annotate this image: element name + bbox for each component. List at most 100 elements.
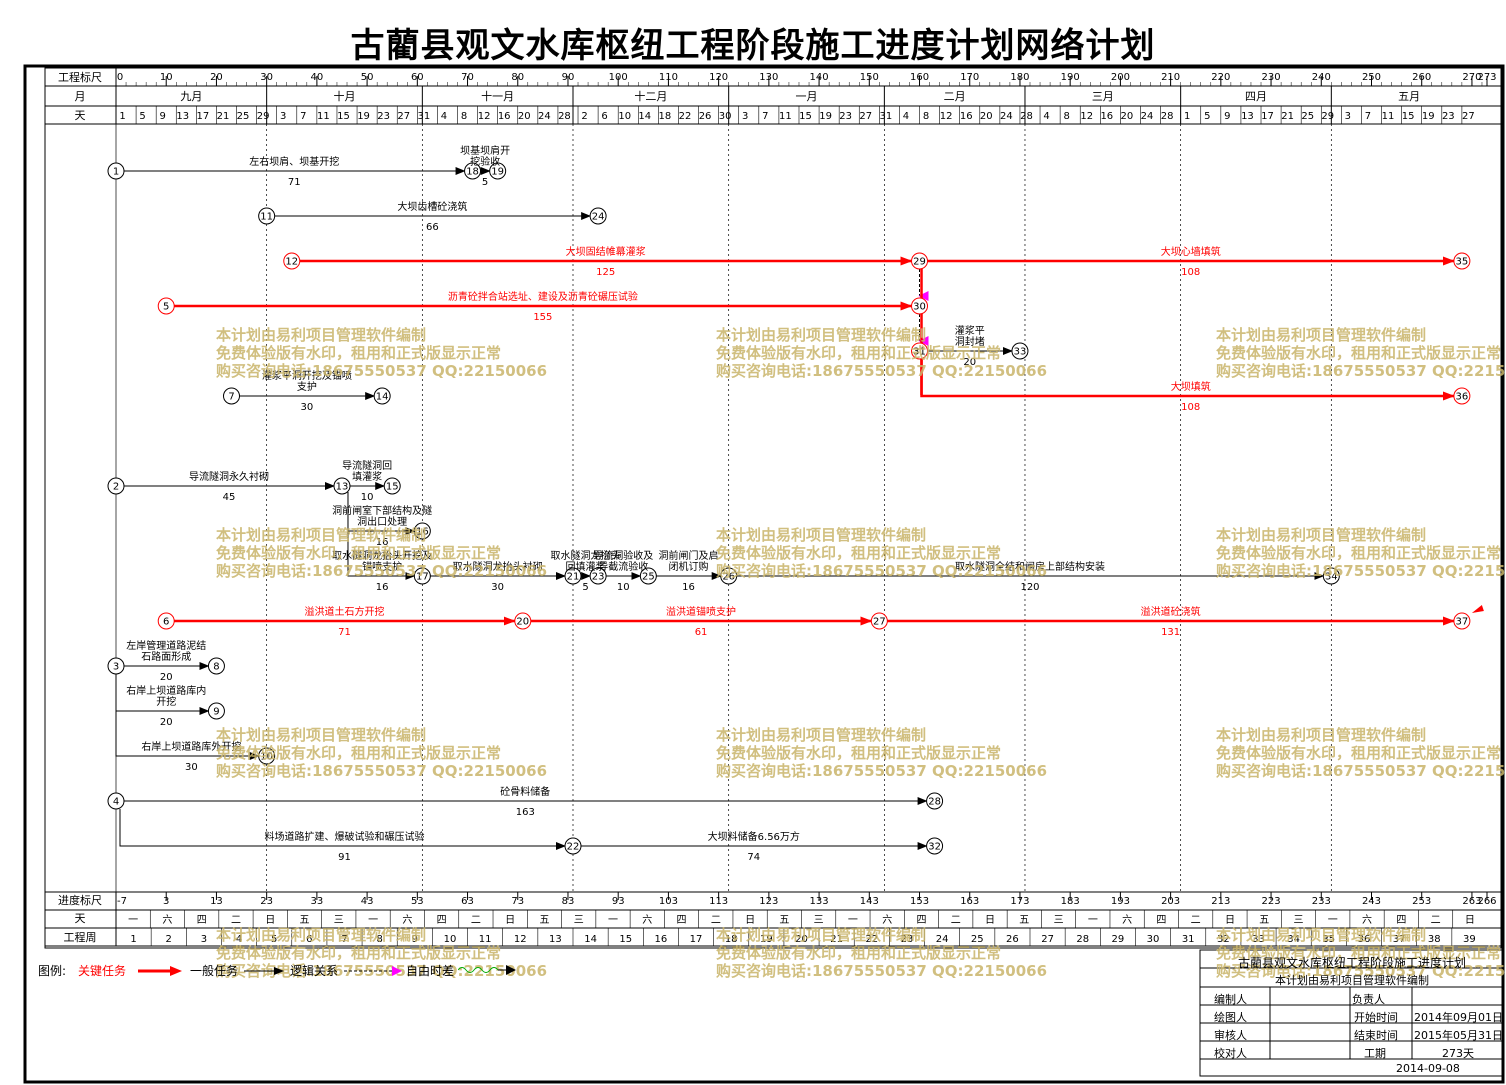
week-number: 7 xyxy=(341,934,347,945)
end-flag-icon xyxy=(1471,605,1484,613)
ruler-tick-label: 230 xyxy=(1262,72,1281,83)
ruler-tick-label: 0 xyxy=(117,72,123,83)
week-number: 2 xyxy=(166,934,172,945)
day-label-value: 4 xyxy=(1043,111,1049,122)
event-node-label: 25 xyxy=(642,572,655,583)
legend-critical-arrow-icon xyxy=(138,966,182,976)
week-number: 3 xyxy=(201,934,207,945)
week-number: 31 xyxy=(1182,934,1195,945)
weekday-label: 三 xyxy=(334,915,344,926)
progress-tick-label: 93 xyxy=(612,896,625,907)
week-number: 12 xyxy=(514,934,527,945)
event-node-label: 14 xyxy=(376,392,389,403)
day-label-value: 24 xyxy=(1000,111,1013,122)
activity-name: 大坝固结帷幕灌浆 xyxy=(566,245,646,258)
day-label-value: 31 xyxy=(417,111,430,122)
event-node xyxy=(258,747,276,765)
week-number: 23 xyxy=(901,934,914,945)
event-node-label: 32 xyxy=(928,842,941,853)
day-label-value: 27 xyxy=(859,111,872,122)
ruler-tick-label: 10 xyxy=(160,72,173,83)
event-node xyxy=(911,252,929,270)
day-label-value: 4 xyxy=(903,111,909,122)
title-block-start-date: 2014年09月01日 xyxy=(1414,1011,1503,1024)
event-node-label: 28 xyxy=(928,797,941,808)
activity-duration: 45 xyxy=(223,492,236,503)
day-label-value: 14 xyxy=(638,111,651,122)
event-node xyxy=(514,612,532,630)
weekday-label: 日 xyxy=(505,915,515,926)
event-node-label: 27 xyxy=(873,617,886,628)
title-block-frame xyxy=(1199,949,1503,1077)
week-number: 37 xyxy=(1393,934,1406,945)
activity-duration: 108 xyxy=(1181,402,1200,413)
week-number: 1 xyxy=(130,934,136,945)
day-label-value: 8 xyxy=(923,111,929,122)
weekday-label: 二 xyxy=(711,915,721,926)
weekday-label: 四 xyxy=(1396,915,1406,926)
ruler-tick-label: 273 xyxy=(1477,72,1496,83)
event-node xyxy=(1011,342,1029,360)
activity-duration: 20 xyxy=(160,717,173,728)
activity-duration: 131 xyxy=(1161,627,1180,638)
weekday-label: 六 xyxy=(1122,914,1132,926)
event-node-label: 37 xyxy=(1456,617,1469,628)
activity-name: 洞封堵 xyxy=(955,335,985,348)
activity-name: 沥青砼拌合站选址、建设及沥青砼碾压试验 xyxy=(448,290,638,303)
weekday-label: 二 xyxy=(231,915,241,926)
weekday-label: 六 xyxy=(642,914,652,926)
event-node-label: 19 xyxy=(491,167,504,178)
activity-duration: 163 xyxy=(516,807,535,818)
activity-duration: 10 xyxy=(617,582,630,593)
ruler-tick-label: 270 xyxy=(1462,72,1481,83)
progress-tick-label: 133 xyxy=(810,896,829,907)
week-number: 39 xyxy=(1463,934,1476,945)
week-number: 4 xyxy=(236,934,242,945)
progress-tick-label: 266 xyxy=(1477,896,1496,907)
progress-tick-label: 173 xyxy=(1010,896,1029,907)
title-block-row-label: 结束时间 xyxy=(1354,1029,1398,1042)
ruler-tick-label: 200 xyxy=(1111,72,1130,83)
day-label-value: 28 xyxy=(1020,111,1033,122)
day-label-value: 5 xyxy=(139,111,145,122)
activity-duration: 20 xyxy=(160,672,173,683)
activity-name: 左岸管理道路泥结 xyxy=(126,639,206,652)
weekday-label: 五 xyxy=(300,915,310,926)
day-label: 天 xyxy=(75,109,86,122)
progress-tick-label: 263 xyxy=(1462,896,1481,907)
event-node-label: 2 xyxy=(113,482,119,493)
event-node xyxy=(223,387,241,405)
progress-label: 进度标尺 xyxy=(58,893,102,907)
weekday-label: 一 xyxy=(368,915,378,926)
weekday-label: 四 xyxy=(916,915,926,926)
day-label-value: 23 xyxy=(377,111,390,122)
week-number: 11 xyxy=(479,934,492,945)
activity-name: 取水隧洞龙抬头 xyxy=(551,549,621,562)
month-name: 十月 xyxy=(334,89,356,103)
month-label: 月 xyxy=(75,90,86,103)
event-node xyxy=(720,567,738,585)
activity-name: 导截流验收 xyxy=(598,560,648,573)
weekday-label: 三 xyxy=(814,915,824,926)
event-node-label: 10 xyxy=(260,752,273,763)
ruler-tick-label: 30 xyxy=(260,72,273,83)
event-node xyxy=(107,477,125,495)
day-label-value: 19 xyxy=(357,111,370,122)
event-node xyxy=(413,522,431,540)
ruler-tick-label: 110 xyxy=(659,72,678,83)
weekday-label: 一 xyxy=(1328,915,1338,926)
week-number: 9 xyxy=(412,934,418,945)
event-node xyxy=(926,837,944,855)
title-block-row-label: 审核人 xyxy=(1214,1029,1247,1042)
footer-day-label: 天 xyxy=(75,912,86,925)
title-block-row-label: 编制人 xyxy=(1214,993,1247,1006)
month-name: 五月 xyxy=(1398,90,1420,103)
month-name: 四月 xyxy=(1245,90,1267,103)
activity-duration: 30 xyxy=(491,582,504,593)
progress-tick-label: 33 xyxy=(311,896,324,907)
activity-duration: 10 xyxy=(361,492,374,503)
day-label-value: 31 xyxy=(879,111,892,122)
progress-tick-label: 253 xyxy=(1412,896,1431,907)
day-label-value: 1 xyxy=(119,111,125,122)
